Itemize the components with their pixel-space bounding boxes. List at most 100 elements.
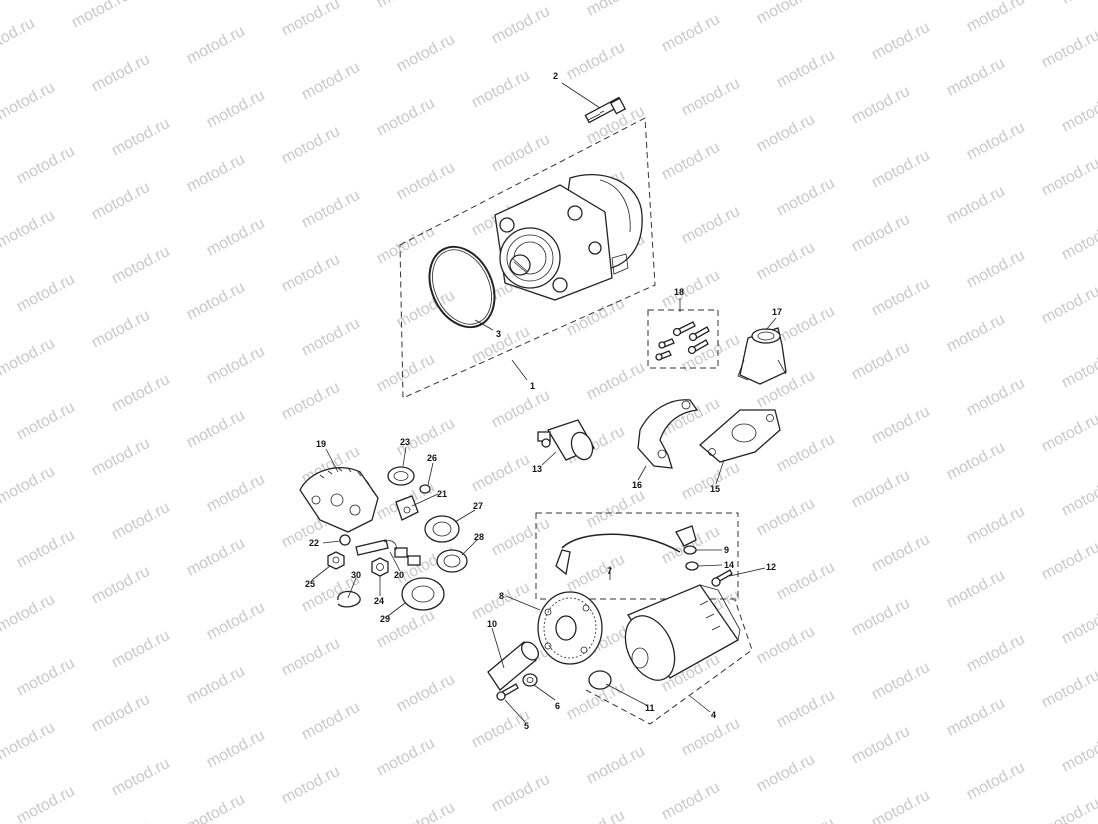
watermark-text: motod.ru bbox=[1059, 91, 1098, 136]
watermark-text: motod.ru bbox=[869, 659, 933, 704]
watermark-text: motod.ru bbox=[204, 471, 268, 516]
watermark-text: motod.ru bbox=[184, 791, 248, 824]
watermark-text: motod.ru bbox=[14, 271, 78, 316]
callout-5: 5 bbox=[524, 721, 529, 731]
watermark-text: motod.ru bbox=[279, 0, 343, 40]
watermark-text: motod.ru bbox=[469, 67, 533, 112]
watermark-text: motod.ru bbox=[964, 119, 1028, 164]
watermark-text: motod.ru bbox=[184, 663, 248, 708]
watermark-text: motod.ru bbox=[109, 243, 173, 288]
watermark-text: motod.ru bbox=[1039, 155, 1098, 200]
watermark-text: motod.ru bbox=[374, 223, 438, 268]
callout-24: 24 bbox=[374, 596, 384, 606]
watermark-text: motod.ru bbox=[944, 439, 1008, 484]
watermark-text: motod.ru bbox=[774, 431, 838, 476]
watermark-text: motod.ru bbox=[14, 399, 78, 444]
watermark-text: motod.ru bbox=[394, 159, 458, 204]
watermark-text: motod.ru bbox=[14, 655, 78, 700]
watermark-text: motod.ru bbox=[1039, 411, 1098, 456]
callout-28: 28 bbox=[474, 532, 484, 542]
starter-cable-group bbox=[535, 512, 739, 600]
watermark-text: motod.ru bbox=[944, 695, 1008, 740]
callout-26: 26 bbox=[427, 453, 437, 463]
dust-cap-11 bbox=[588, 670, 612, 690]
watermark-text: motod.ru bbox=[849, 595, 913, 640]
watermark-text: motod.ru bbox=[0, 463, 58, 508]
watermark-text: motod.ru bbox=[659, 11, 723, 56]
watermark-text: motod.ru bbox=[964, 759, 1028, 804]
watermark-text: motod.ru bbox=[849, 211, 913, 256]
watermark-text: motod.ru bbox=[89, 691, 153, 736]
bearing-28 bbox=[436, 549, 468, 573]
watermark-text: motod.ru bbox=[184, 535, 248, 580]
watermark-text: motod.ru bbox=[869, 275, 933, 320]
brush-plate bbox=[299, 467, 379, 533]
starter-motor-bracket bbox=[585, 599, 753, 725]
watermark-text: motod.ru bbox=[1039, 283, 1098, 328]
watermark-text: motod.ru bbox=[774, 47, 838, 92]
watermark-text: motod.ru bbox=[299, 59, 363, 104]
watermark-text: motod.ru bbox=[374, 351, 438, 396]
watermark-text: motod.ru bbox=[204, 727, 268, 772]
watermark-text: motod.ru bbox=[374, 95, 438, 140]
watermark-text: motod.ru bbox=[964, 631, 1028, 676]
callout-1: 1 bbox=[530, 381, 535, 391]
watermark-text: motod.ru bbox=[659, 779, 723, 824]
callout-18: 18 bbox=[674, 287, 684, 297]
watermark-text: motod.ru bbox=[184, 407, 248, 452]
watermark-text: motod.ru bbox=[489, 771, 553, 816]
watermark-text: motod.ru bbox=[774, 687, 838, 732]
watermark-text: motod.ru bbox=[204, 215, 268, 260]
callout-21: 21 bbox=[437, 489, 447, 499]
watermark-text: motod.ru bbox=[659, 139, 723, 184]
callout-8: 8 bbox=[499, 591, 504, 601]
watermark-text: motod.ru bbox=[489, 515, 553, 560]
watermark-text: motod.ru bbox=[14, 527, 78, 572]
watermark-text: motod.ru bbox=[0, 79, 58, 124]
watermark-text: motod.ru bbox=[0, 15, 38, 60]
watermark-text: motod.ru bbox=[869, 787, 933, 824]
watermark-text: motod.ru bbox=[394, 31, 458, 76]
watermark-text: motod.ru bbox=[394, 671, 458, 716]
callout-10: 10 bbox=[487, 619, 497, 629]
callout-17: 17 bbox=[772, 307, 782, 317]
starter-solenoid bbox=[537, 419, 595, 461]
watermark-text: motod.ru bbox=[0, 207, 58, 252]
watermark-text: motod.ru bbox=[679, 459, 743, 504]
callout-20: 20 bbox=[394, 570, 404, 580]
watermark-text: motod.ru bbox=[679, 203, 743, 248]
watermark-text: motod.ru bbox=[774, 559, 838, 604]
watermark-text: motod.ru bbox=[1059, 475, 1098, 520]
watermark-text: motod.ru bbox=[1059, 0, 1098, 8]
watermark-text: motod.ru bbox=[774, 815, 838, 824]
watermark-text: motod.ru bbox=[1039, 27, 1098, 72]
watermark-text: motod.ru bbox=[1039, 795, 1098, 824]
watermark-text: motod.ru bbox=[469, 451, 533, 496]
watermark-text: motod.ru bbox=[204, 343, 268, 388]
watermark-text: motod.ru bbox=[1059, 347, 1098, 392]
watermark-text: motod.ru bbox=[869, 531, 933, 576]
watermark-text: motod.ru bbox=[564, 807, 628, 824]
watermark-text: motod.ru bbox=[584, 743, 648, 788]
starter-clutch-gear bbox=[537, 591, 603, 665]
watermark-text: motod.ru bbox=[299, 187, 363, 232]
watermark-text: motod.ru bbox=[944, 567, 1008, 612]
oil-seal-23 bbox=[387, 466, 415, 486]
watermark-text: motod.ru bbox=[584, 359, 648, 404]
callout-3: 3 bbox=[496, 329, 501, 339]
watermark-text: motod.ru bbox=[679, 75, 743, 120]
washer-6 bbox=[522, 673, 538, 687]
callout-7: 7 bbox=[607, 566, 612, 576]
watermark-text: motod.ru bbox=[754, 0, 818, 28]
callout-30: 30 bbox=[351, 570, 361, 580]
watermark-text: motod.ru bbox=[1039, 667, 1098, 712]
watermark-text: motod.ru bbox=[869, 403, 933, 448]
circlip-30 bbox=[337, 590, 361, 608]
watermark-text: motod.ru bbox=[89, 51, 153, 96]
watermark-text: motod.ru bbox=[279, 635, 343, 680]
callout-29: 29 bbox=[380, 614, 390, 624]
o-ring bbox=[428, 245, 496, 329]
bolt-5 bbox=[496, 683, 519, 701]
watermark-text: motod.ru bbox=[944, 55, 1008, 100]
